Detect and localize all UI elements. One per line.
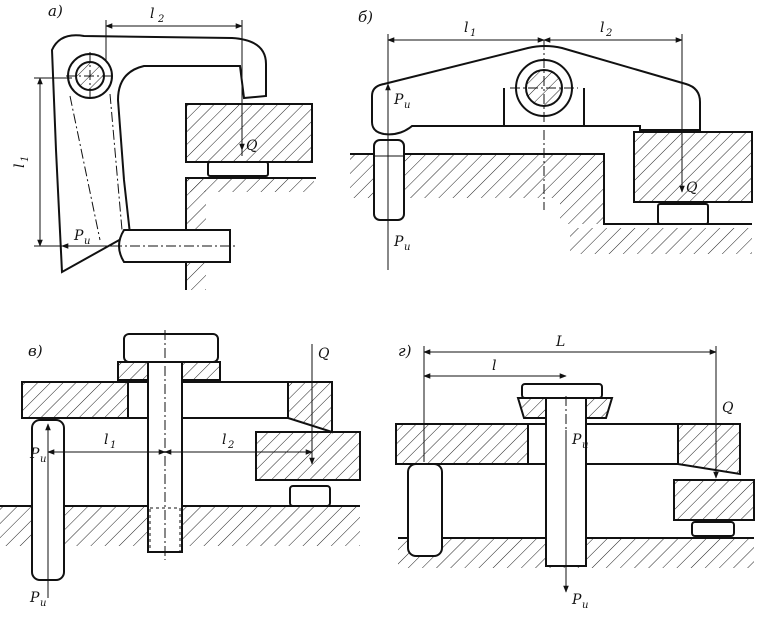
panel-b-force-Q-label: Q bbox=[686, 180, 698, 196]
svg-text:2: 2 bbox=[227, 440, 234, 451]
panel-g-dim-L-label: L bbox=[555, 334, 565, 350]
panel-b: б) l 1 l 2 bbox=[350, 8, 753, 270]
panel-a-dim-l2-label: l bbox=[150, 6, 154, 22]
panel-v-label: в) bbox=[28, 342, 43, 360]
panel-g-workpiece bbox=[673, 479, 755, 521]
panel-b-force-P-bottom-label: P bbox=[393, 234, 404, 250]
panel-a-label: а) bbox=[48, 2, 63, 20]
panel-g-pad bbox=[691, 521, 735, 537]
svg-text:2: 2 bbox=[605, 28, 612, 39]
panel-g-dim-l-label: l bbox=[492, 358, 496, 374]
panel-g-force-P-bottom-label: P bbox=[571, 592, 582, 608]
panel-a-force-P-label: P bbox=[73, 228, 84, 244]
panel-v-force-P-top-label: P bbox=[29, 446, 40, 462]
panel-a-support-pad bbox=[207, 161, 269, 177]
panel-v-dims: l 1 l 2 bbox=[47, 432, 313, 455]
panel-v-nut bbox=[123, 333, 219, 363]
svg-text:и: и bbox=[40, 454, 46, 465]
panel-g: г) L l Q P bbox=[395, 334, 755, 611]
panel-v-dim-l2-label: l bbox=[222, 432, 226, 448]
panel-v-dim-l1-label: l bbox=[104, 432, 108, 448]
panel-b-label: б) bbox=[358, 8, 373, 26]
svg-text:и: и bbox=[404, 242, 410, 253]
svg-text:1: 1 bbox=[110, 440, 116, 451]
panel-b-support bbox=[657, 203, 709, 225]
panel-a-clamp-lever bbox=[50, 34, 267, 274]
panel-b-force-P-top-label: P bbox=[393, 92, 404, 108]
panel-a: а) l 2 bbox=[12, 2, 316, 290]
svg-text:и: и bbox=[582, 440, 588, 451]
panel-b-workpiece bbox=[633, 131, 753, 203]
panel-v-force-P-bottom-label: P bbox=[29, 590, 40, 606]
panel-v: в) l 1 l 2 P bbox=[0, 330, 361, 609]
panel-g-force-Q-label: Q bbox=[722, 400, 734, 416]
svg-text:1: 1 bbox=[20, 156, 31, 162]
panel-g-strap-left bbox=[395, 423, 529, 465]
svg-text:и: и bbox=[40, 598, 46, 609]
panel-v-workpiece bbox=[255, 431, 361, 481]
panel-a-dim-l1-label: l bbox=[12, 164, 28, 168]
panel-g-cap bbox=[521, 383, 603, 399]
panel-a-force-Q-label: Q bbox=[246, 138, 258, 154]
panel-v-force-Q-label: Q bbox=[318, 346, 330, 362]
panel-b-dim-l1-label: l bbox=[464, 20, 468, 36]
panel-v-strap-left bbox=[21, 381, 129, 419]
svg-text:и: и bbox=[84, 236, 90, 247]
panel-b-plunger bbox=[373, 139, 405, 221]
svg-text:2: 2 bbox=[157, 14, 164, 25]
panel-a-workpiece bbox=[185, 103, 313, 163]
panel-g-support-pin bbox=[407, 463, 443, 557]
panel-g-strap-right bbox=[677, 423, 741, 476]
panel-b-dim-l2-label: l bbox=[600, 20, 604, 36]
svg-text:1: 1 bbox=[470, 28, 476, 39]
svg-text:и: и bbox=[582, 600, 588, 611]
panel-v-pad bbox=[289, 485, 331, 507]
svg-text:и: и bbox=[404, 100, 410, 111]
panel-g-label: г) bbox=[398, 342, 412, 360]
panel-v-strap-right bbox=[287, 381, 333, 434]
panel-g-force-P-top-label: P bbox=[571, 432, 582, 448]
